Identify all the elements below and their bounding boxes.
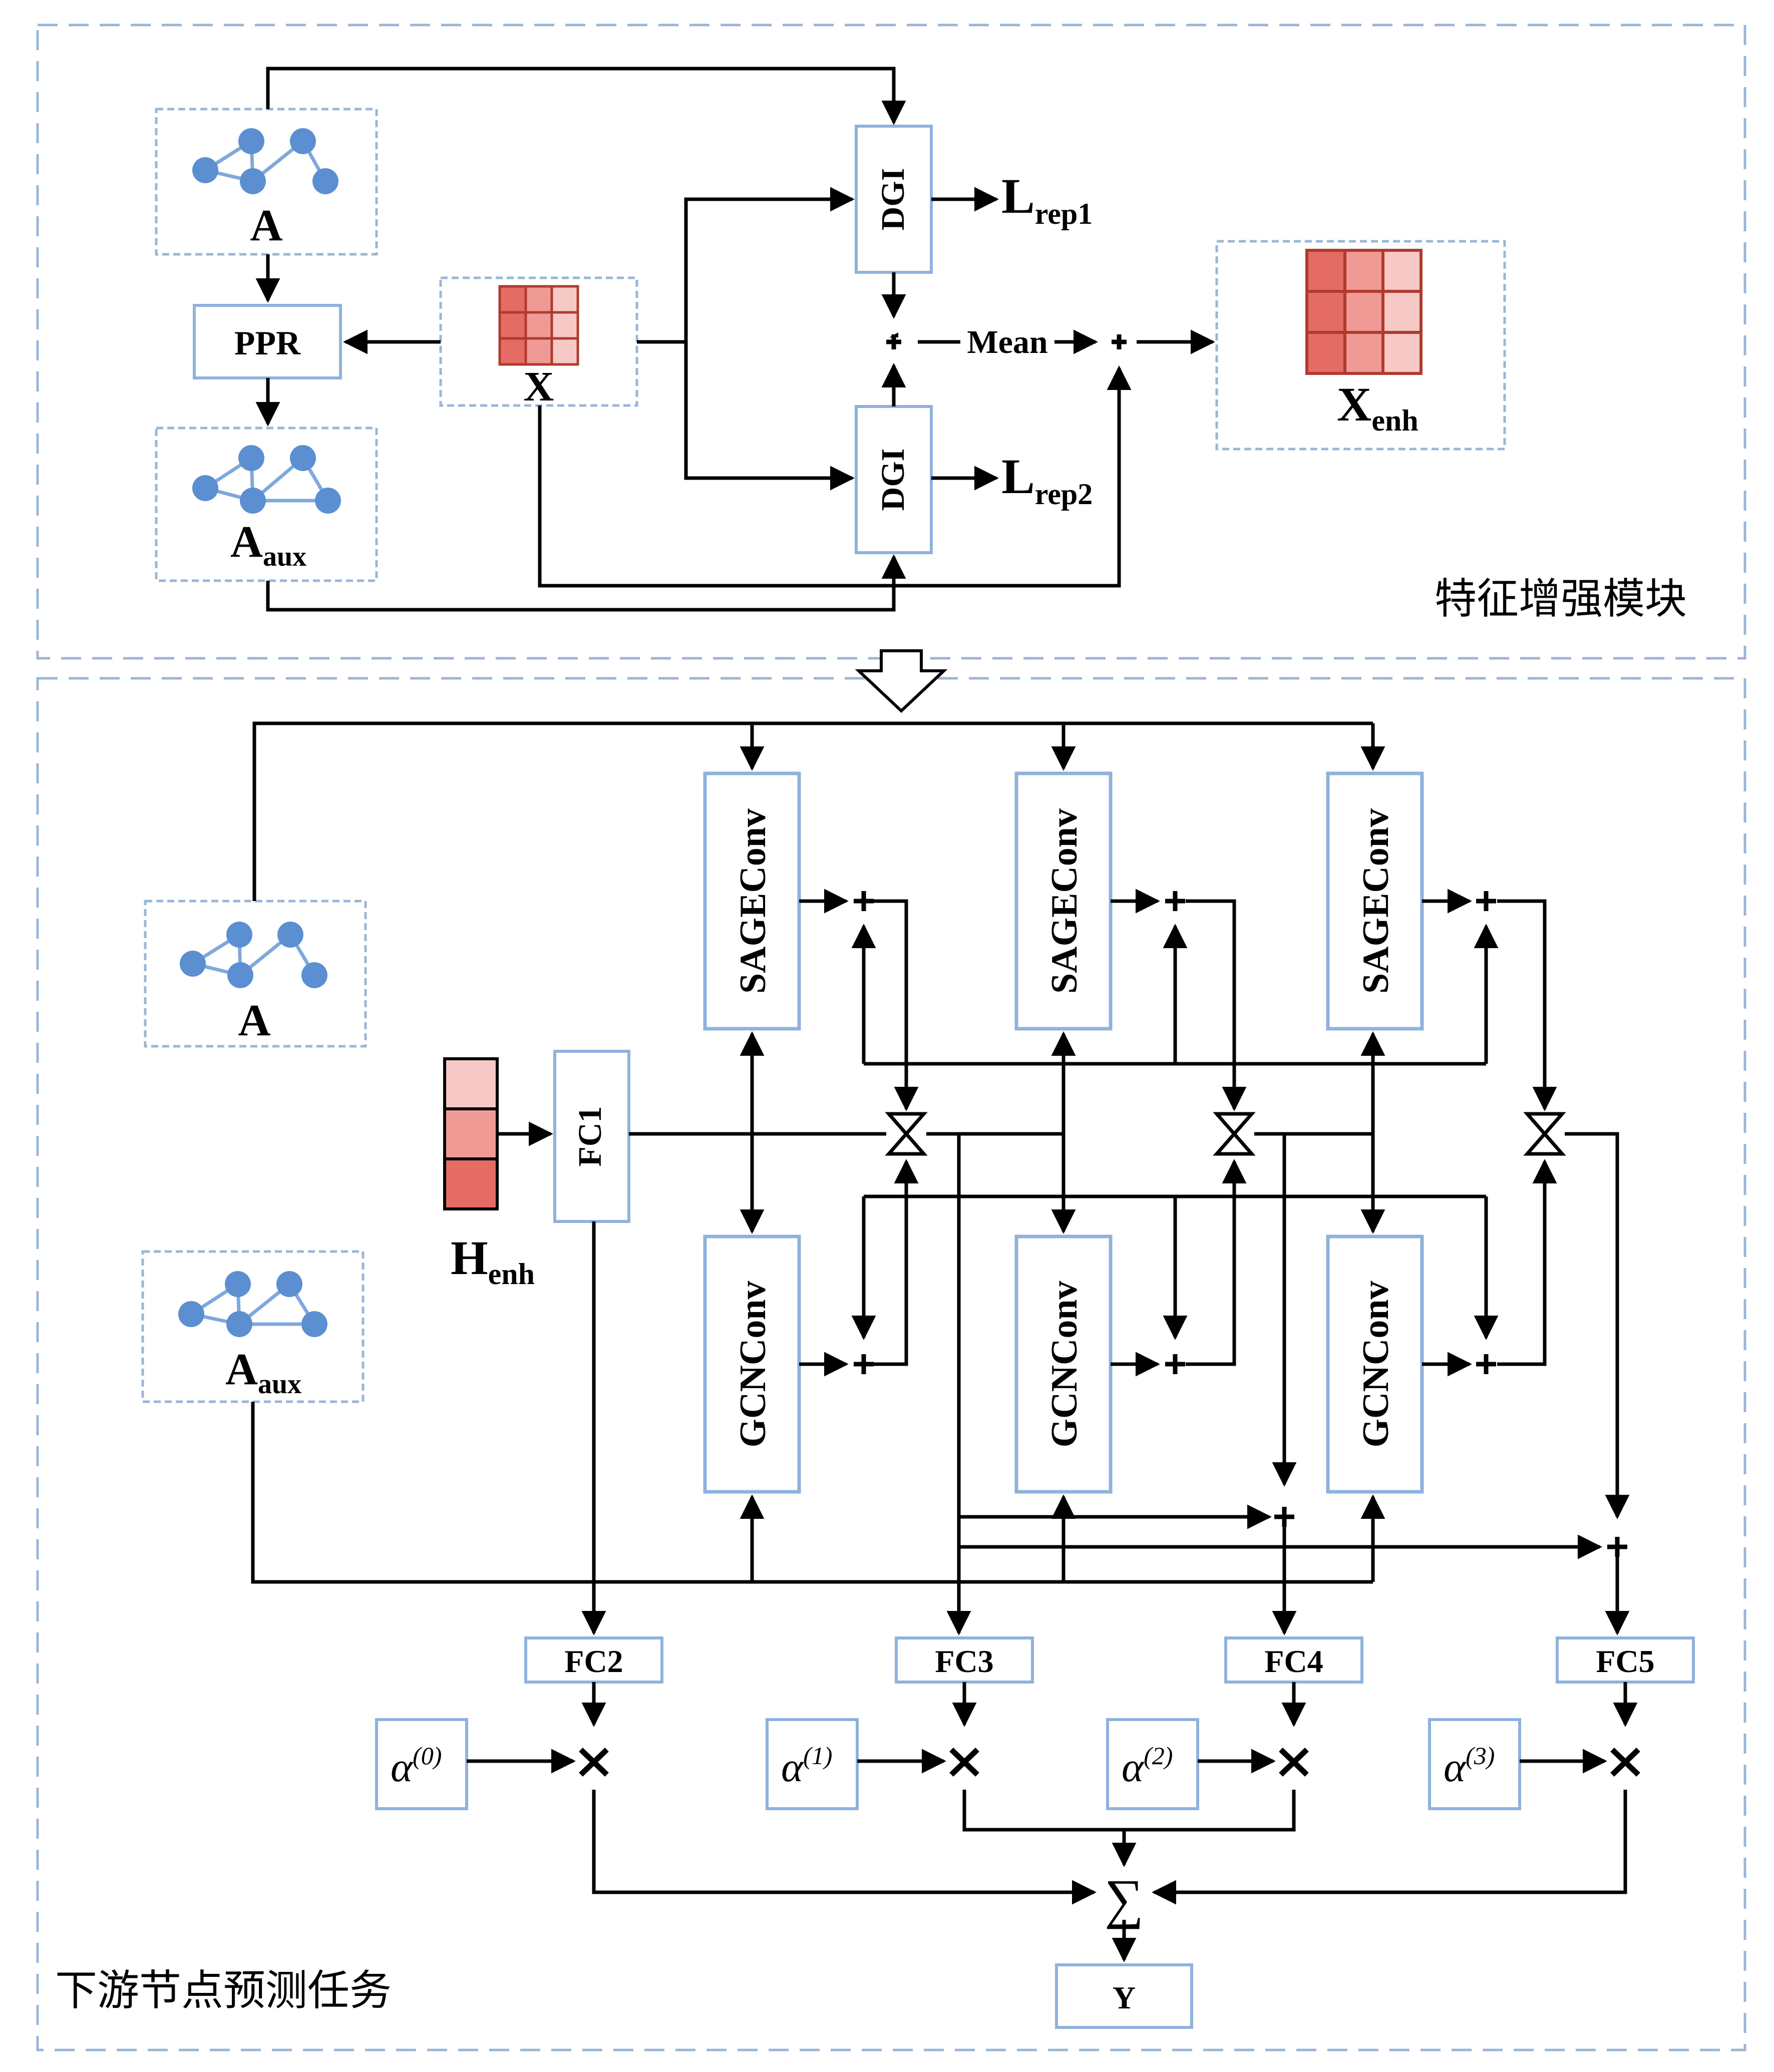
alpha-0-label: α(0) xyxy=(391,1742,442,1791)
bottom-panel-title: 下游节点预测任务 xyxy=(55,1966,392,2015)
fc1-label: FC1 xyxy=(572,1106,608,1167)
dgi-2: DGI xyxy=(855,405,933,554)
top-panel-border xyxy=(36,24,1746,660)
dgi-1: DGI xyxy=(855,125,933,274)
multiply-nodes xyxy=(579,1748,1640,1777)
alpha-2-label: α(2) xyxy=(1122,1742,1173,1791)
lrep2-label: Lrep2 xyxy=(1001,449,1093,511)
mean-label: Mean xyxy=(967,324,1047,360)
bottom-graph-a: A xyxy=(144,900,367,1048)
henh-label: Henh xyxy=(451,1231,535,1291)
fc4-label: FC4 xyxy=(1264,1643,1323,1679)
dgi-1-label: DGI xyxy=(875,168,911,231)
alpha-3-label: α(3) xyxy=(1444,1742,1495,1791)
gcnconv-3: GCNConv xyxy=(1326,1234,1424,1494)
henh-vector: Henh xyxy=(443,1057,535,1291)
gcnconv-2-label: GCNConv xyxy=(1044,1281,1085,1447)
sageconv-3-label: SAGEConv xyxy=(1355,808,1396,994)
alpha-2-box: α(2) xyxy=(1106,1718,1199,1810)
output-y-box: Y xyxy=(1055,1963,1193,2029)
top-graph-a: A xyxy=(155,108,378,256)
sageconv-2: SAGEConv xyxy=(1014,771,1113,1031)
fc2-label: FC2 xyxy=(564,1643,623,1679)
bottom-graph-aux: Aaux xyxy=(141,1250,365,1403)
lrep1-label: Lrep1 xyxy=(1001,168,1093,230)
xenh-label: Xenh xyxy=(1337,377,1418,437)
sageconv-1-label: SAGEConv xyxy=(733,808,774,994)
panel-transition-arrow xyxy=(855,649,948,713)
alpha-0-box: α(0) xyxy=(375,1718,468,1810)
bottom-graph-aux-label: Aaux xyxy=(225,1345,301,1400)
top-panel-title: 特征增强模块 xyxy=(1435,574,1687,623)
x-feature-matrix: X xyxy=(439,276,638,410)
alpha-3-box: α(3) xyxy=(1428,1718,1521,1810)
gcnconv-2: GCNConv xyxy=(1014,1234,1113,1494)
fc5-box: FC5 xyxy=(1556,1636,1695,1684)
fc3-box: FC3 xyxy=(895,1636,1034,1684)
ppr-box: PPR xyxy=(193,304,342,379)
gcnconv-1-label: GCNConv xyxy=(733,1281,774,1447)
xenh-matrix: Xenh xyxy=(1215,240,1506,451)
sageconv-1: SAGEConv xyxy=(703,771,801,1031)
top-graph-aux-label: Aaux xyxy=(230,517,306,572)
gcnconv-1: GCNConv xyxy=(703,1234,801,1494)
fc5-label: FC5 xyxy=(1596,1643,1654,1679)
top-graph-a-label: A xyxy=(250,201,283,250)
alpha-1-box: α(1) xyxy=(766,1718,859,1810)
fc4-box: FC4 xyxy=(1224,1636,1363,1684)
sageconv-2-label: SAGEConv xyxy=(1044,808,1085,994)
ppr-label: PPR xyxy=(234,324,301,362)
sum-symbol: ∑ xyxy=(1105,1868,1144,1929)
alpha-1-label: α(1) xyxy=(781,1742,832,1791)
x-label: X xyxy=(524,363,554,410)
dgi-2-label: DGI xyxy=(875,449,911,511)
fc1-box: FC1 xyxy=(553,1050,630,1223)
fc2-box: FC2 xyxy=(524,1636,663,1684)
bottom-graph-a-label: A xyxy=(238,996,271,1045)
top-graph-aux-box xyxy=(155,427,378,582)
gcnconv-3-label: GCNConv xyxy=(1355,1281,1396,1447)
plus-nodes xyxy=(854,891,1627,1557)
fc3-label: FC3 xyxy=(935,1643,993,1679)
output-y-label: Y xyxy=(1113,1980,1136,2015)
top-graph-aux: Aaux xyxy=(155,427,378,582)
gate-nodes xyxy=(885,1112,1566,1156)
sageconv-3: SAGEConv xyxy=(1326,771,1424,1031)
